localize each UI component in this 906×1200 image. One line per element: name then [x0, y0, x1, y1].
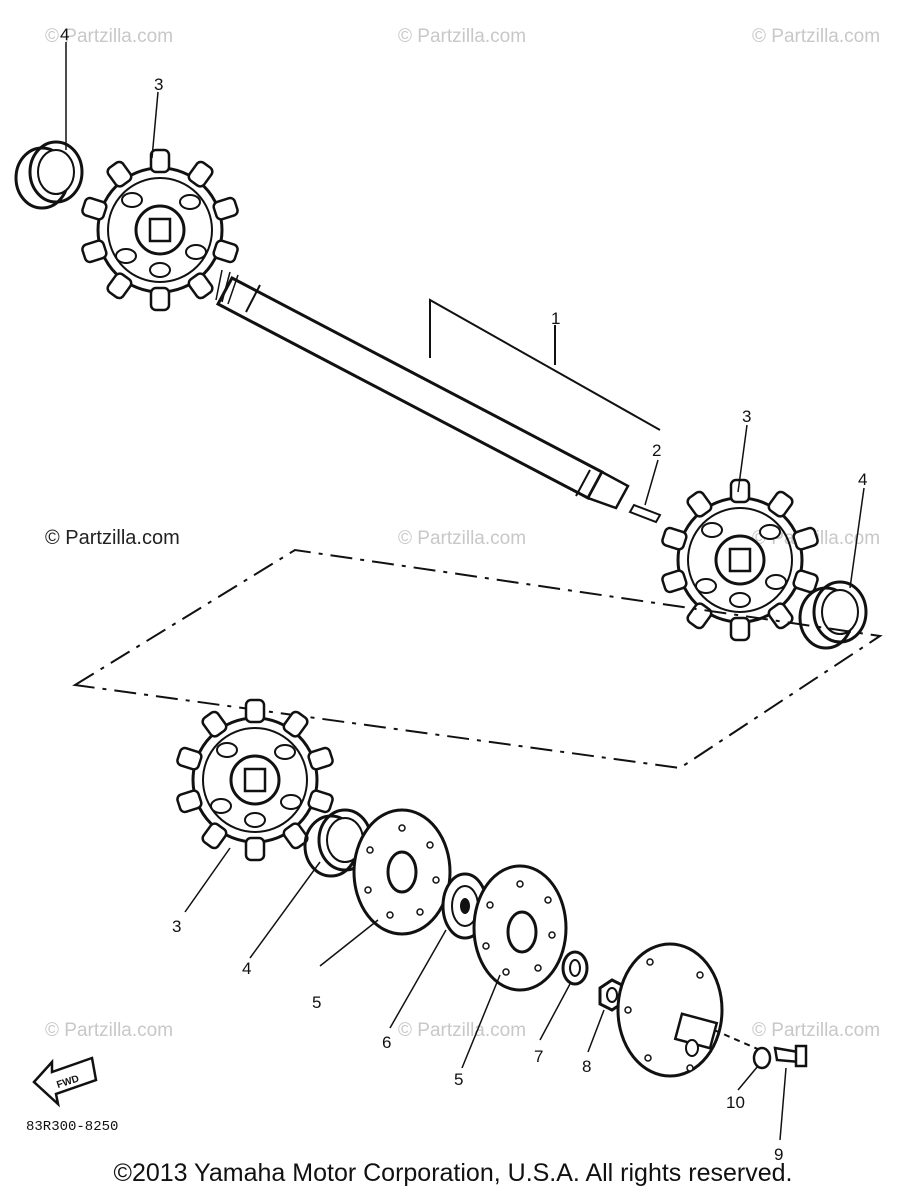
callout-3: 3 — [172, 917, 181, 936]
leader-lines — [65, 42, 865, 1141]
lock-washer — [752, 1046, 772, 1070]
diagram-code: 83R300-8250 — [26, 1119, 118, 1135]
watermark: © Partzilla.com — [752, 1020, 880, 1041]
drive-shaft — [215, 269, 630, 510]
callout-2: 2 — [652, 441, 661, 460]
callout-3: 3 — [154, 75, 163, 94]
callout-3: 3 — [742, 407, 751, 426]
bolt — [773, 1044, 808, 1068]
watermark: © Partzilla.com — [398, 528, 526, 549]
callout-5: 5 — [454, 1070, 463, 1089]
callout-4: 4 — [858, 470, 867, 489]
watermark: © Partzilla.com — [752, 26, 880, 47]
callout-6: 6 — [382, 1033, 391, 1052]
copyright-notice: ©2013 Yamaha Motor Corporation, U.S.A. A… — [113, 1159, 793, 1187]
hub-plate-b — [472, 864, 568, 992]
lower-sprocket — [174, 698, 336, 862]
watermark: © Partzilla.com — [398, 26, 526, 47]
callout-7: 7 — [534, 1047, 543, 1066]
callout-5: 5 — [312, 993, 321, 1012]
right-sprocket — [659, 478, 821, 642]
watermark: © Partzilla.com — [45, 1020, 173, 1041]
callout-4: 4 — [60, 25, 69, 44]
watermark: © Partzilla.com — [45, 26, 173, 47]
shaft-bolt — [628, 503, 662, 524]
callout-10: 10 — [726, 1093, 745, 1112]
explode-plane — [72, 548, 883, 770]
callout-9: 9 — [774, 1145, 783, 1164]
washer — [561, 950, 589, 986]
left-collar — [14, 140, 84, 210]
callout-4: 4 — [242, 959, 251, 978]
callout-8: 8 — [582, 1057, 591, 1076]
callout-1-bracket — [429, 298, 661, 431]
watermark-main: © Partzilla.com — [45, 527, 180, 549]
watermark: © Partzilla.com — [398, 1020, 526, 1041]
flange-hub — [616, 942, 761, 1078]
fwd-arrow-icon: FWD — [32, 1056, 98, 1108]
hub-plate-a — [352, 808, 452, 936]
callout-1: 1 — [551, 309, 560, 328]
left-sprocket — [79, 148, 241, 312]
